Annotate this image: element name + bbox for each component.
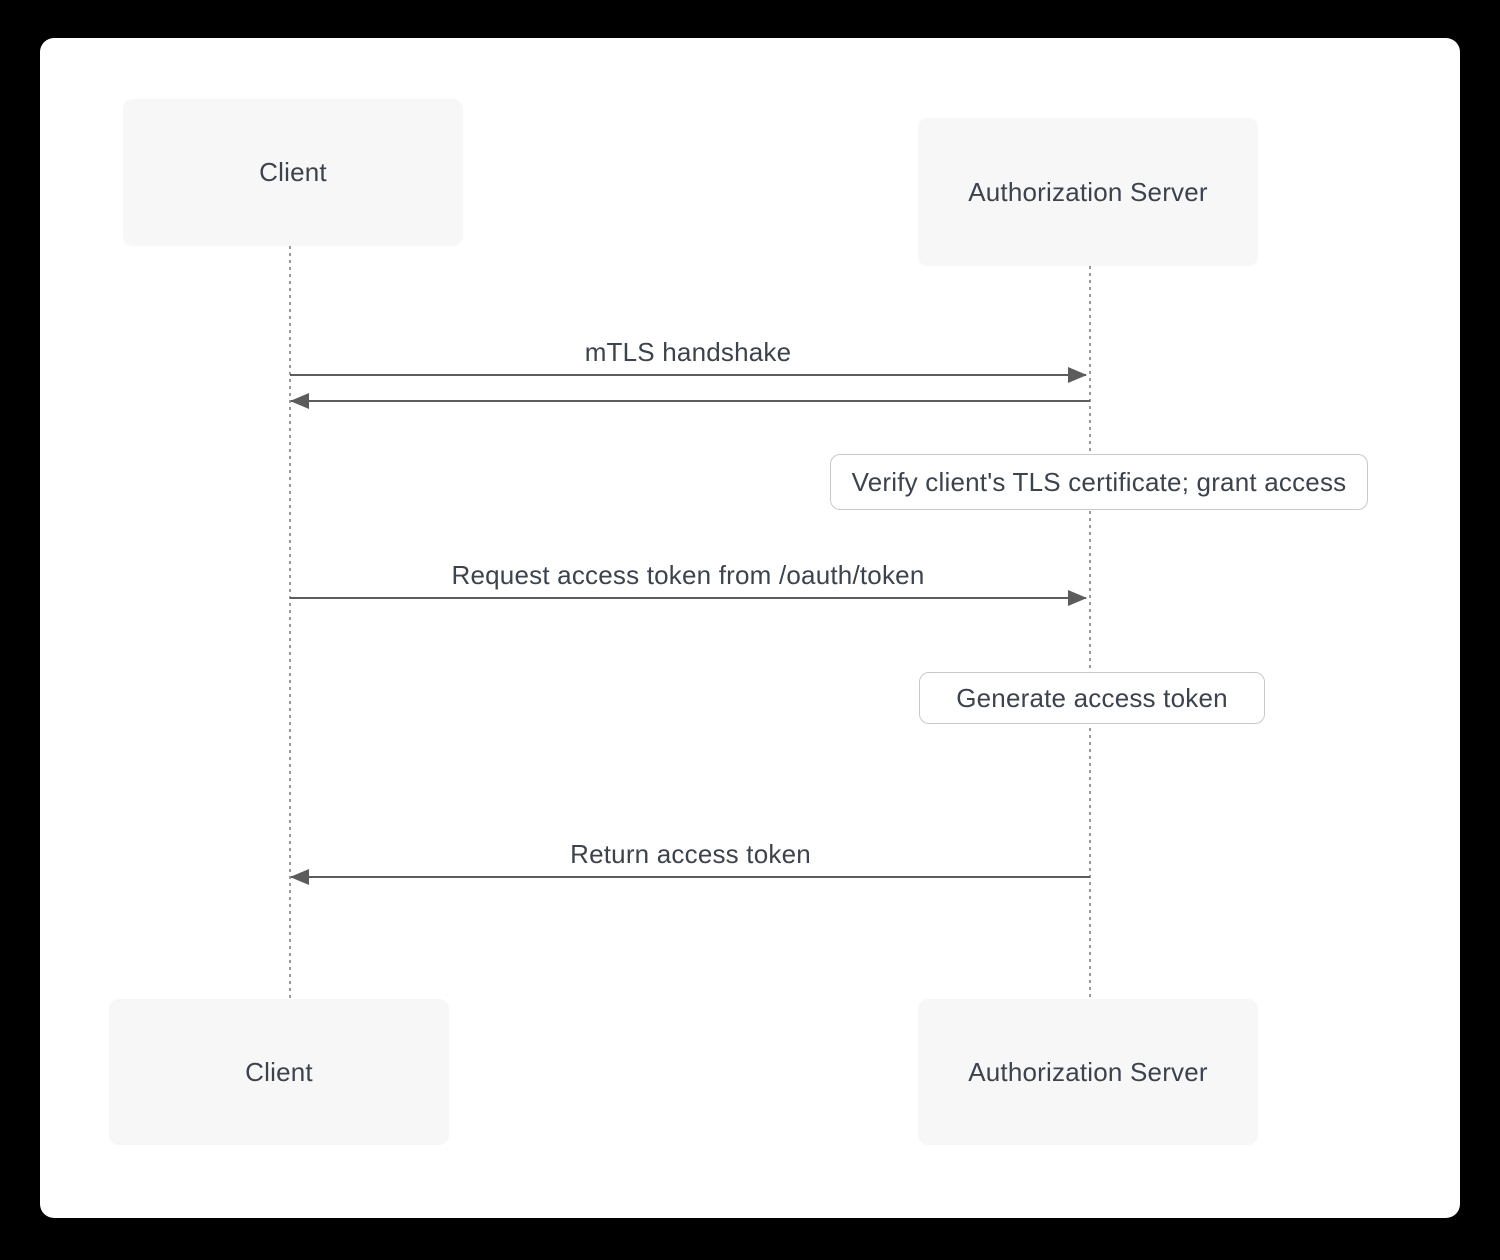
actor-client-bottom-label: Client [245,1056,313,1087]
message-line [290,597,1086,599]
authorization-server-lifeline [1089,266,1091,999]
note-generate-access-token: Generate access token [919,672,1265,724]
message-return-access-token-label: Return access token [570,839,811,869]
arrowhead-left-icon [290,869,309,885]
arrowhead-right-icon [1068,590,1087,606]
actor-client-top: Client [123,99,463,246]
actor-client-top-label: Client [259,157,327,187]
client-lifeline [289,246,291,999]
note-verify-tls-certificate-label: Verify client's TLS certificate; grant a… [851,466,1347,497]
actor-client-bottom: Client [109,999,449,1145]
arrowhead-left-icon [290,393,309,409]
message-line [291,400,1090,402]
actor-authorization-server-bottom-label: Authorization Server [968,1056,1208,1087]
arrowhead-right-icon [1068,367,1087,383]
actor-authorization-server-top-label: Authorization Server [968,176,1208,207]
message-mtls-handshake-label: mTLS handshake [584,337,792,367]
message-line [291,876,1090,878]
actor-authorization-server-top: Authorization Server [918,118,1258,266]
message-request-access-token-label: Request access token from /oauth/token [451,560,925,590]
message-line [290,374,1086,376]
note-generate-access-token-label: Generate access token [956,682,1228,713]
note-verify-tls-certificate: Verify client's TLS certificate; grant a… [830,454,1368,510]
actor-authorization-server-bottom: Authorization Server [918,999,1258,1145]
